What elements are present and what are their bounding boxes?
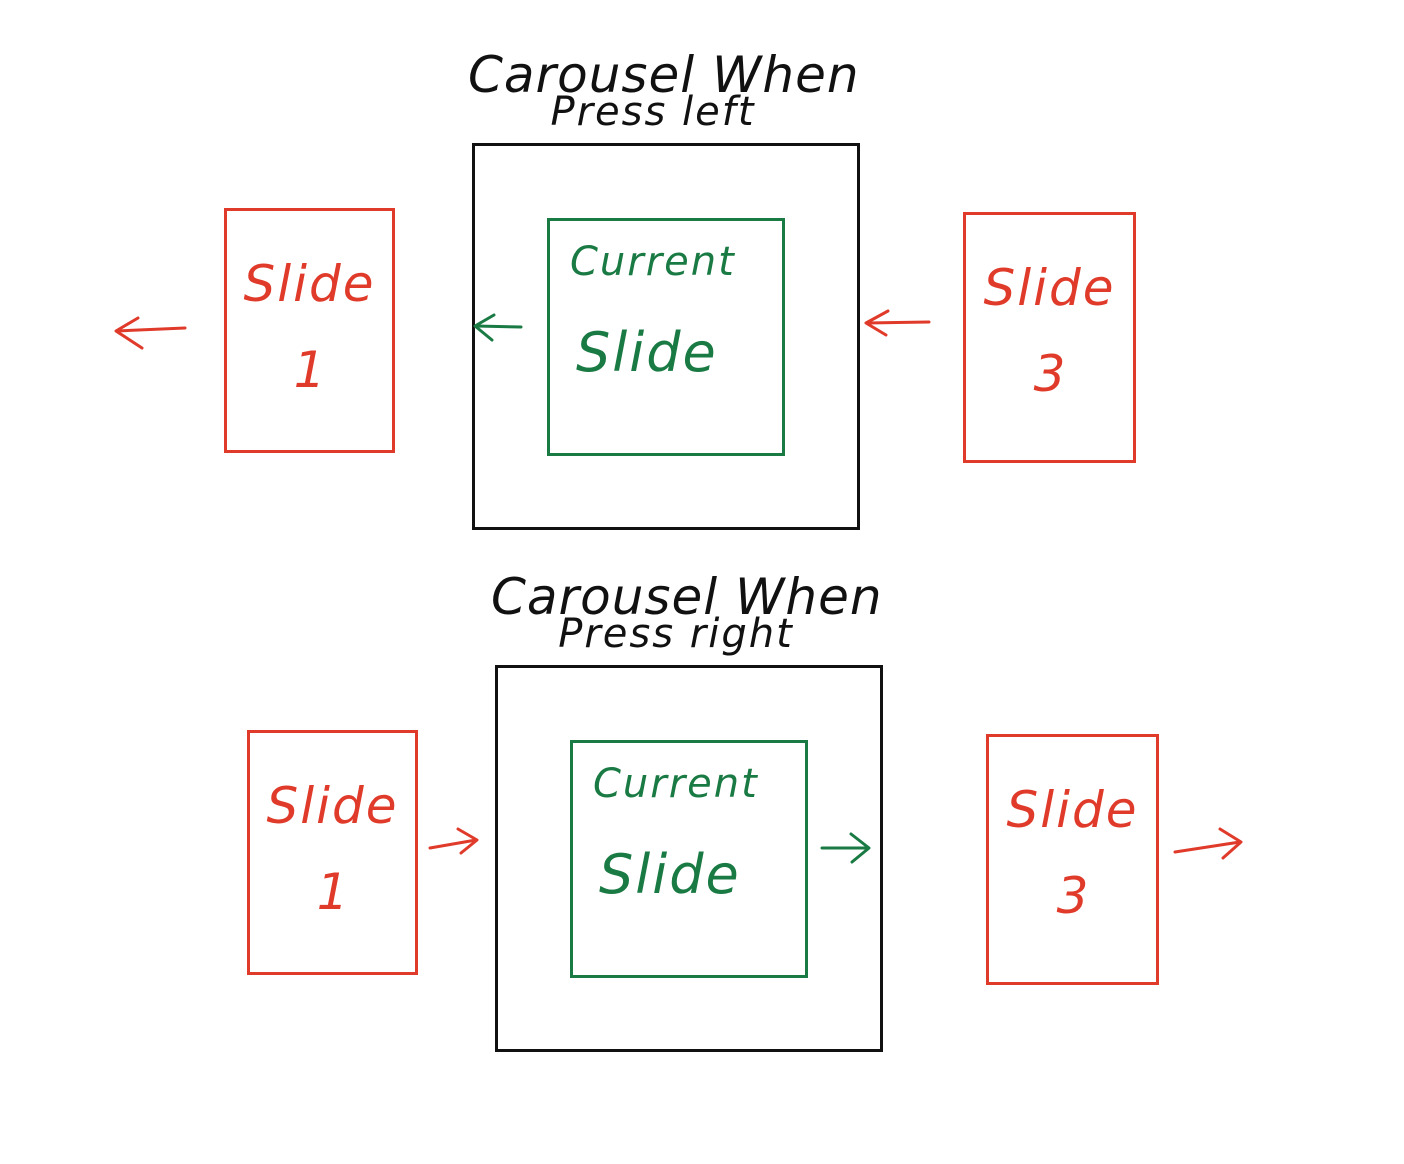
- slide-1-box: Slide 1: [247, 730, 418, 975]
- slide-1-exit-left-arrow: [114, 316, 187, 350]
- slide-3-enter-left-arrow: [864, 309, 931, 337]
- press-right-arrows: [428, 827, 1243, 864]
- current-slide-label-line2: Slide: [576, 321, 718, 384]
- slide-3-label: Slide: [983, 259, 1116, 317]
- slide-3-box: Slide 3: [986, 734, 1159, 985]
- current-slide-label-line1: Current: [570, 239, 736, 285]
- carousel-press-left-diagram: Carousel When Press left Current Slide S…: [0, 0, 1404, 530]
- diagram-title-line2: Press left: [550, 89, 756, 135]
- current-slide-box: Current Slide: [570, 740, 808, 978]
- slide-3-box: Slide 3: [963, 212, 1136, 463]
- diagram-title-line1: Carousel When: [491, 568, 883, 626]
- slide-1-number: 1: [316, 863, 349, 921]
- current-slide-label-line1: Current: [593, 761, 759, 807]
- diagram-title-line1: Carousel When: [468, 46, 860, 104]
- diagram-title: Carousel When Press right: [491, 568, 883, 657]
- slide-1-enter-right-arrow: [428, 827, 479, 855]
- diagram-title: Carousel When Press left: [468, 46, 860, 135]
- press-left-arrows: [114, 309, 931, 350]
- current-slide-box: Current Slide: [547, 218, 785, 456]
- slide-3-number: 3: [1033, 345, 1066, 403]
- slide-3-label: Slide: [1006, 781, 1139, 839]
- carousel-viewport-frame: Current Slide: [495, 665, 883, 1052]
- current-slide-label-line2: Slide: [599, 843, 741, 906]
- slide-1-label: Slide: [266, 777, 399, 835]
- slide-1-box: Slide 1: [224, 208, 395, 453]
- slide-1-number: 1: [293, 341, 326, 399]
- slide-1-label: Slide: [243, 255, 376, 313]
- carousel-viewport-frame: Current Slide: [472, 143, 860, 530]
- diagram-title-line2: Press right: [558, 611, 794, 657]
- carousel-press-right-diagram: Carousel When Press right Current Slide …: [0, 522, 1404, 1052]
- current-slide-move-left-arrow: [473, 313, 523, 342]
- slide-3-exit-right-arrow: [1173, 827, 1243, 860]
- slide-3-number: 3: [1056, 867, 1089, 925]
- current-slide-move-right-arrow: [820, 832, 871, 864]
